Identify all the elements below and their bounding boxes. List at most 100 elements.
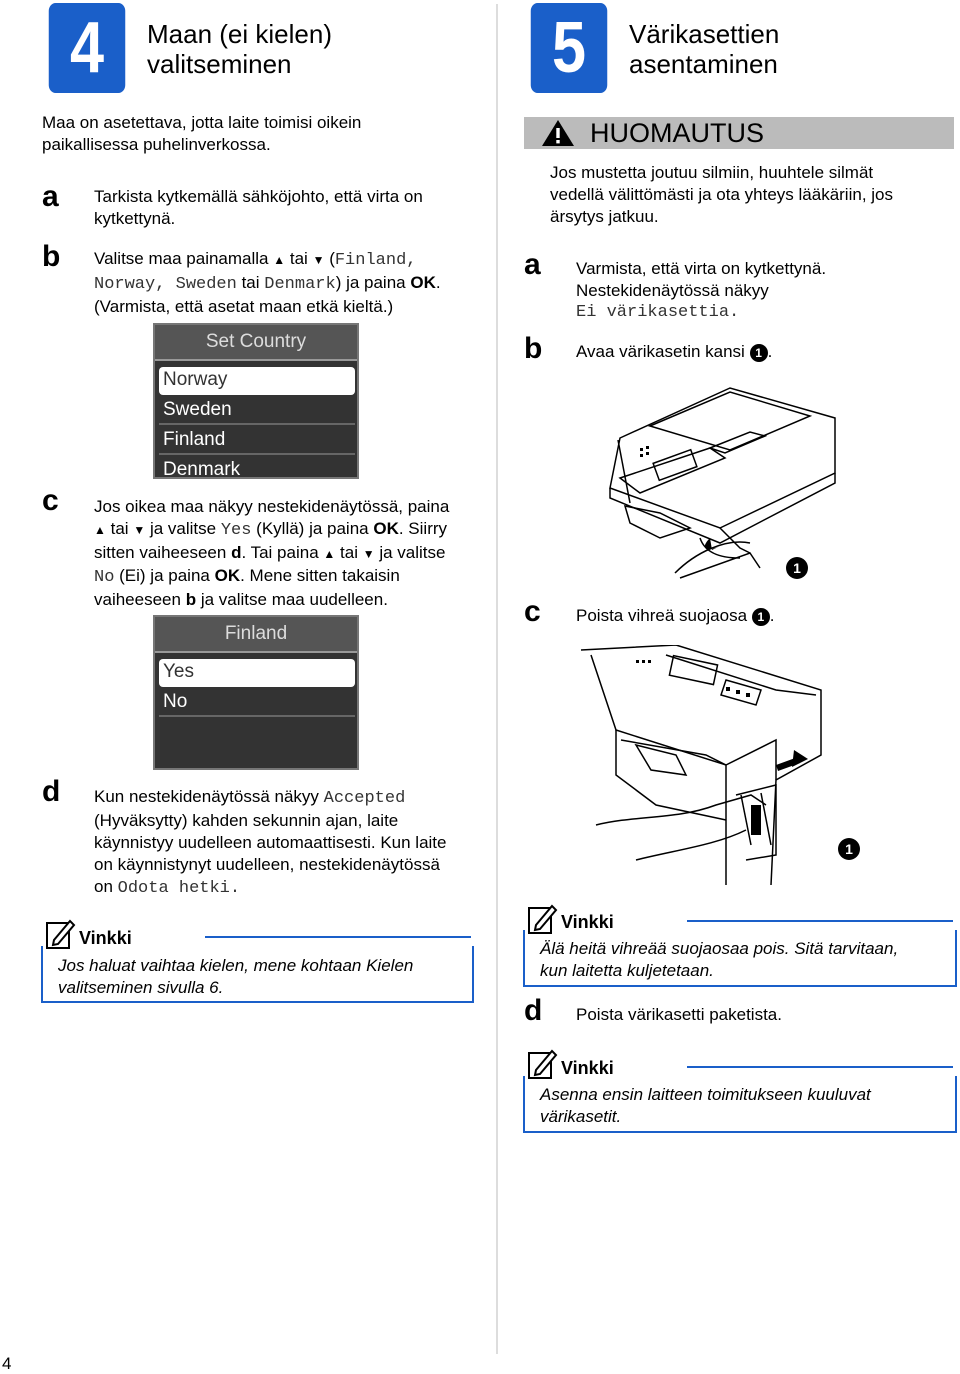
step-c-line3: sitten vaiheeseen d. Tai paina ▲ tai ▼ j… (94, 542, 489, 565)
text: tai (340, 543, 358, 562)
intro-line2: paikallisessa puhelinverkossa. (42, 135, 271, 154)
step-d-line3: käynnistyy uudelleen automaattisesti. Ku… (94, 833, 447, 852)
text: ( (329, 249, 335, 268)
lcd-set-country: Set Country Norway Sweden Finland Denmar… (153, 323, 359, 480)
up-arrow-icon: ▲ (323, 547, 336, 561)
text: . Mene sitten takaisin (240, 566, 400, 585)
note-line2: kun laitetta kuljetetaan. (540, 961, 714, 980)
text: Kun nestekidenäytössä näkyy (94, 787, 319, 806)
step-letter-d: d (42, 775, 61, 808)
step5-a-line1: Varmista, että virta on kytkettynä. (576, 259, 827, 278)
intro-text: Maa on asetettava, jotta laite toimisi o… (42, 112, 361, 156)
step-title-line2: asentaminen (629, 49, 778, 79)
code-text: Denmark (264, 275, 336, 294)
note-text: Asenna ensin laitteen toimitukseen kuulu… (540, 1084, 871, 1128)
text: ja valitse maa uudelleen. (200, 590, 388, 609)
page-number: 4 (2, 1354, 12, 1373)
step-d-text: Kun nestekidenäytössä näkyy Accepted (Hy… (94, 786, 489, 900)
step-d-line5: on Odota hetki. (94, 876, 489, 900)
step-title: Maan (ei kielen) valitseminen (147, 19, 332, 79)
text: Poista vihreä suojaosa (576, 606, 748, 625)
step5-a-line2: Nestekidenäytössä näkyy (576, 281, 769, 300)
step-title-line1: Värikasettien (629, 19, 780, 49)
note-title: Vinkki (561, 1058, 614, 1078)
step-a-line2: kytkettynä. (94, 209, 176, 228)
lcd-row-selected: Norway (159, 367, 355, 395)
note-top-line (687, 1066, 953, 1068)
figure-callout-1: 1 (786, 557, 808, 579)
step-title: Värikasettien asentaminen (629, 19, 779, 79)
text: sitten vaiheeseen (94, 543, 227, 562)
caution-line2: vedellä välittömästi ja ota yhteys lääkä… (550, 185, 893, 204)
step5-a-text: Varmista, että virta on kytkettynä. Nest… (576, 258, 826, 324)
lcd-confirm-country: Finland Yes No (153, 615, 359, 770)
ok-key-label: OK (214, 566, 241, 585)
note-line1: Älä heitä vihreää suojaosaa pois. Sitä t… (540, 939, 899, 958)
code-text: No (94, 568, 115, 587)
step-d-line2: (Hyväksytty) kahden sekunnin ajan, laite (94, 811, 399, 830)
step-c-line5: vaiheeseen b ja valitse maa uudelleen. (94, 589, 489, 611)
lcd-row: Finland (159, 427, 355, 455)
note-pencil-icon (528, 1049, 558, 1079)
figure-callout-1: 1 (838, 838, 860, 860)
note-pencil-icon (528, 904, 558, 934)
code-text: Norway, Sweden (94, 275, 237, 294)
step5-d-text: Poista värikasetti paketista. (576, 1005, 782, 1024)
text: . (767, 342, 773, 361)
step-c-line2: ▲ tai ▼ ja valitse Yes (Kyllä) ja paina … (94, 518, 489, 542)
step-letter-b: b (524, 332, 543, 365)
step-c-line1: Jos oikea maa näkyy nestekidenäytössä, p… (94, 497, 450, 516)
note-line1: Asenna ensin laitteen toimitukseen kuulu… (540, 1085, 871, 1104)
text: (Ei) ja paina (119, 566, 210, 585)
code-text: Odota hetki. (117, 879, 241, 898)
step-ref: b (185, 590, 197, 609)
caution-title: HUOMAUTUS (590, 118, 764, 148)
text: ja valitse (149, 519, 217, 538)
note-box (523, 1076, 957, 1133)
step-b-line3: (Varmista, että asetat maan etkä kieltä.… (94, 297, 394, 316)
text: tai (289, 249, 308, 268)
up-arrow-icon: ▲ (273, 253, 286, 267)
text: tai (110, 519, 129, 538)
code-text: Finland, (334, 251, 417, 270)
text: (Kyllä) ja paina (256, 519, 369, 538)
lcd-header: Finland (155, 617, 357, 653)
step-b-line2: Norway, Sweden tai Denmark) ja paina OK. (94, 272, 484, 296)
caution-bar (524, 117, 954, 149)
text: on (94, 877, 113, 896)
code-text: Yes (220, 521, 252, 540)
step-letter-b: b (42, 240, 61, 273)
text: ) ja paina (335, 273, 406, 292)
lcd-header: Set Country (155, 325, 357, 361)
text: tai (241, 273, 260, 292)
step-d-line1: Kun nestekidenäytössä näkyy Accepted (94, 786, 489, 810)
down-arrow-icon: ▼ (312, 253, 325, 267)
note-line2: valitseminen sivulla 6. (58, 978, 224, 997)
ok-key-label: OK (410, 273, 436, 292)
step-b-text: Valitse maa painamalla ▲ tai ▼ (Finland,… (94, 248, 484, 318)
down-arrow-icon: ▼ (362, 547, 375, 561)
warning-icon (542, 120, 574, 146)
note-text: Älä heitä vihreää suojaosaa pois. Sitä t… (540, 938, 898, 982)
step-a-line1: Tarkista kytkemällä sähköjohto, että vir… (94, 187, 423, 206)
note-text: Jos haluat vaihtaa kielen, mene kohtaan … (58, 955, 413, 999)
caution-line1: Jos mustetta joutuu silmiin, huuhtele si… (550, 163, 874, 182)
step-a-text: Tarkista kytkemällä sähköjohto, että vir… (94, 186, 423, 230)
step-title-line1: Maan (ei kielen) (147, 19, 332, 49)
code-text: Ei värikasettia. (576, 303, 740, 322)
code-text: Accepted (323, 789, 406, 808)
ok-key-label: OK (373, 519, 399, 538)
note-top-line (687, 920, 953, 922)
step-c-text: Jos oikea maa näkyy nestekidenäytössä, p… (94, 496, 489, 611)
text: Valitse maa painamalla (94, 249, 269, 268)
text: vaiheeseen (94, 590, 181, 609)
lcd-row: Sweden (159, 397, 355, 425)
note-line2: värikasetit. (540, 1107, 622, 1126)
step-number-badge: 4 (48, 3, 126, 93)
step-number-badge: 5 (530, 3, 608, 93)
note-title: Vinkki (561, 912, 614, 932)
text: Avaa värikasetin kansi (576, 342, 745, 361)
column-divider (496, 4, 498, 1354)
step-d-line4: on käynnistynyt uudelleen, nestekidenäyt… (94, 855, 440, 874)
step-letter-c: c (524, 595, 541, 628)
